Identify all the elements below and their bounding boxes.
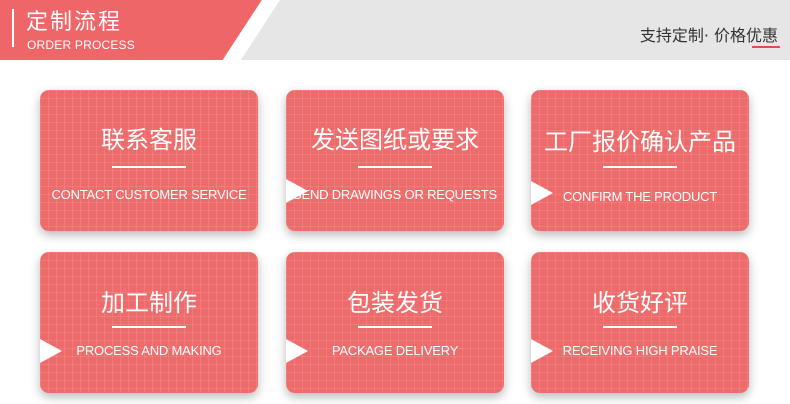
- step-title: 加工制作: [101, 289, 197, 317]
- step-subtitle: CONFIRM THE PRODUCT: [562, 189, 718, 204]
- arrow-right-triangle-icon: [286, 179, 308, 203]
- step-divider: [603, 166, 677, 168]
- arrow-right-triangle-icon: [531, 181, 553, 205]
- arrow-right-triangle-icon: [40, 339, 62, 363]
- header-title-block: [0, 0, 262, 60]
- page-title: 定制流程: [26, 10, 123, 35]
- step-title: 发送图纸或要求: [311, 126, 479, 154]
- step-divider: [358, 166, 432, 168]
- step-card-processing: 加工制作 PROCESS AND MAKING: [40, 252, 258, 393]
- step-title: 收货好评: [592, 289, 688, 317]
- step-divider: [358, 326, 432, 328]
- page-subtitle: ORDER PROCESS: [27, 38, 135, 52]
- step-title: 工厂报价确认产品: [544, 128, 736, 156]
- step-card-contact: 联系客服 CONTACT CUSTOMER SERVICE: [40, 90, 258, 231]
- header-vertical-line: [12, 9, 14, 47]
- step-divider: [112, 326, 186, 328]
- step-divider: [112, 166, 186, 168]
- slogan-underline: [752, 46, 780, 48]
- step-divider: [603, 326, 677, 328]
- step-title: 联系客服: [101, 126, 197, 154]
- step-title: 包装发货: [347, 289, 443, 317]
- arrow-right-triangle-icon: [286, 339, 308, 363]
- step-subtitle: RECEIVING HIGH PRAISE: [562, 343, 718, 358]
- step-card-drawings: 发送图纸或要求 SEND DRAWINGS OR REQUESTS: [286, 90, 504, 231]
- step-subtitle: PACKAGE DELIVERY: [331, 343, 459, 358]
- step-subtitle: CONTACT CUSTOMER SERVICE: [51, 187, 247, 202]
- step-subtitle: SEND DRAWINGS OR REQUESTS: [293, 187, 497, 202]
- arrow-right-triangle-icon: [531, 339, 553, 363]
- step-subtitle: PROCESS AND MAKING: [76, 343, 222, 358]
- slogan-text: 支持定制· 价格优惠: [639, 26, 778, 45]
- step-card-delivery: 包装发货 PACKAGE DELIVERY: [286, 252, 504, 393]
- step-card-quote: 工厂报价确认产品 CONFIRM THE PRODUCT: [531, 90, 749, 231]
- step-card-praise: 收货好评 RECEIVING HIGH PRAISE: [531, 252, 749, 393]
